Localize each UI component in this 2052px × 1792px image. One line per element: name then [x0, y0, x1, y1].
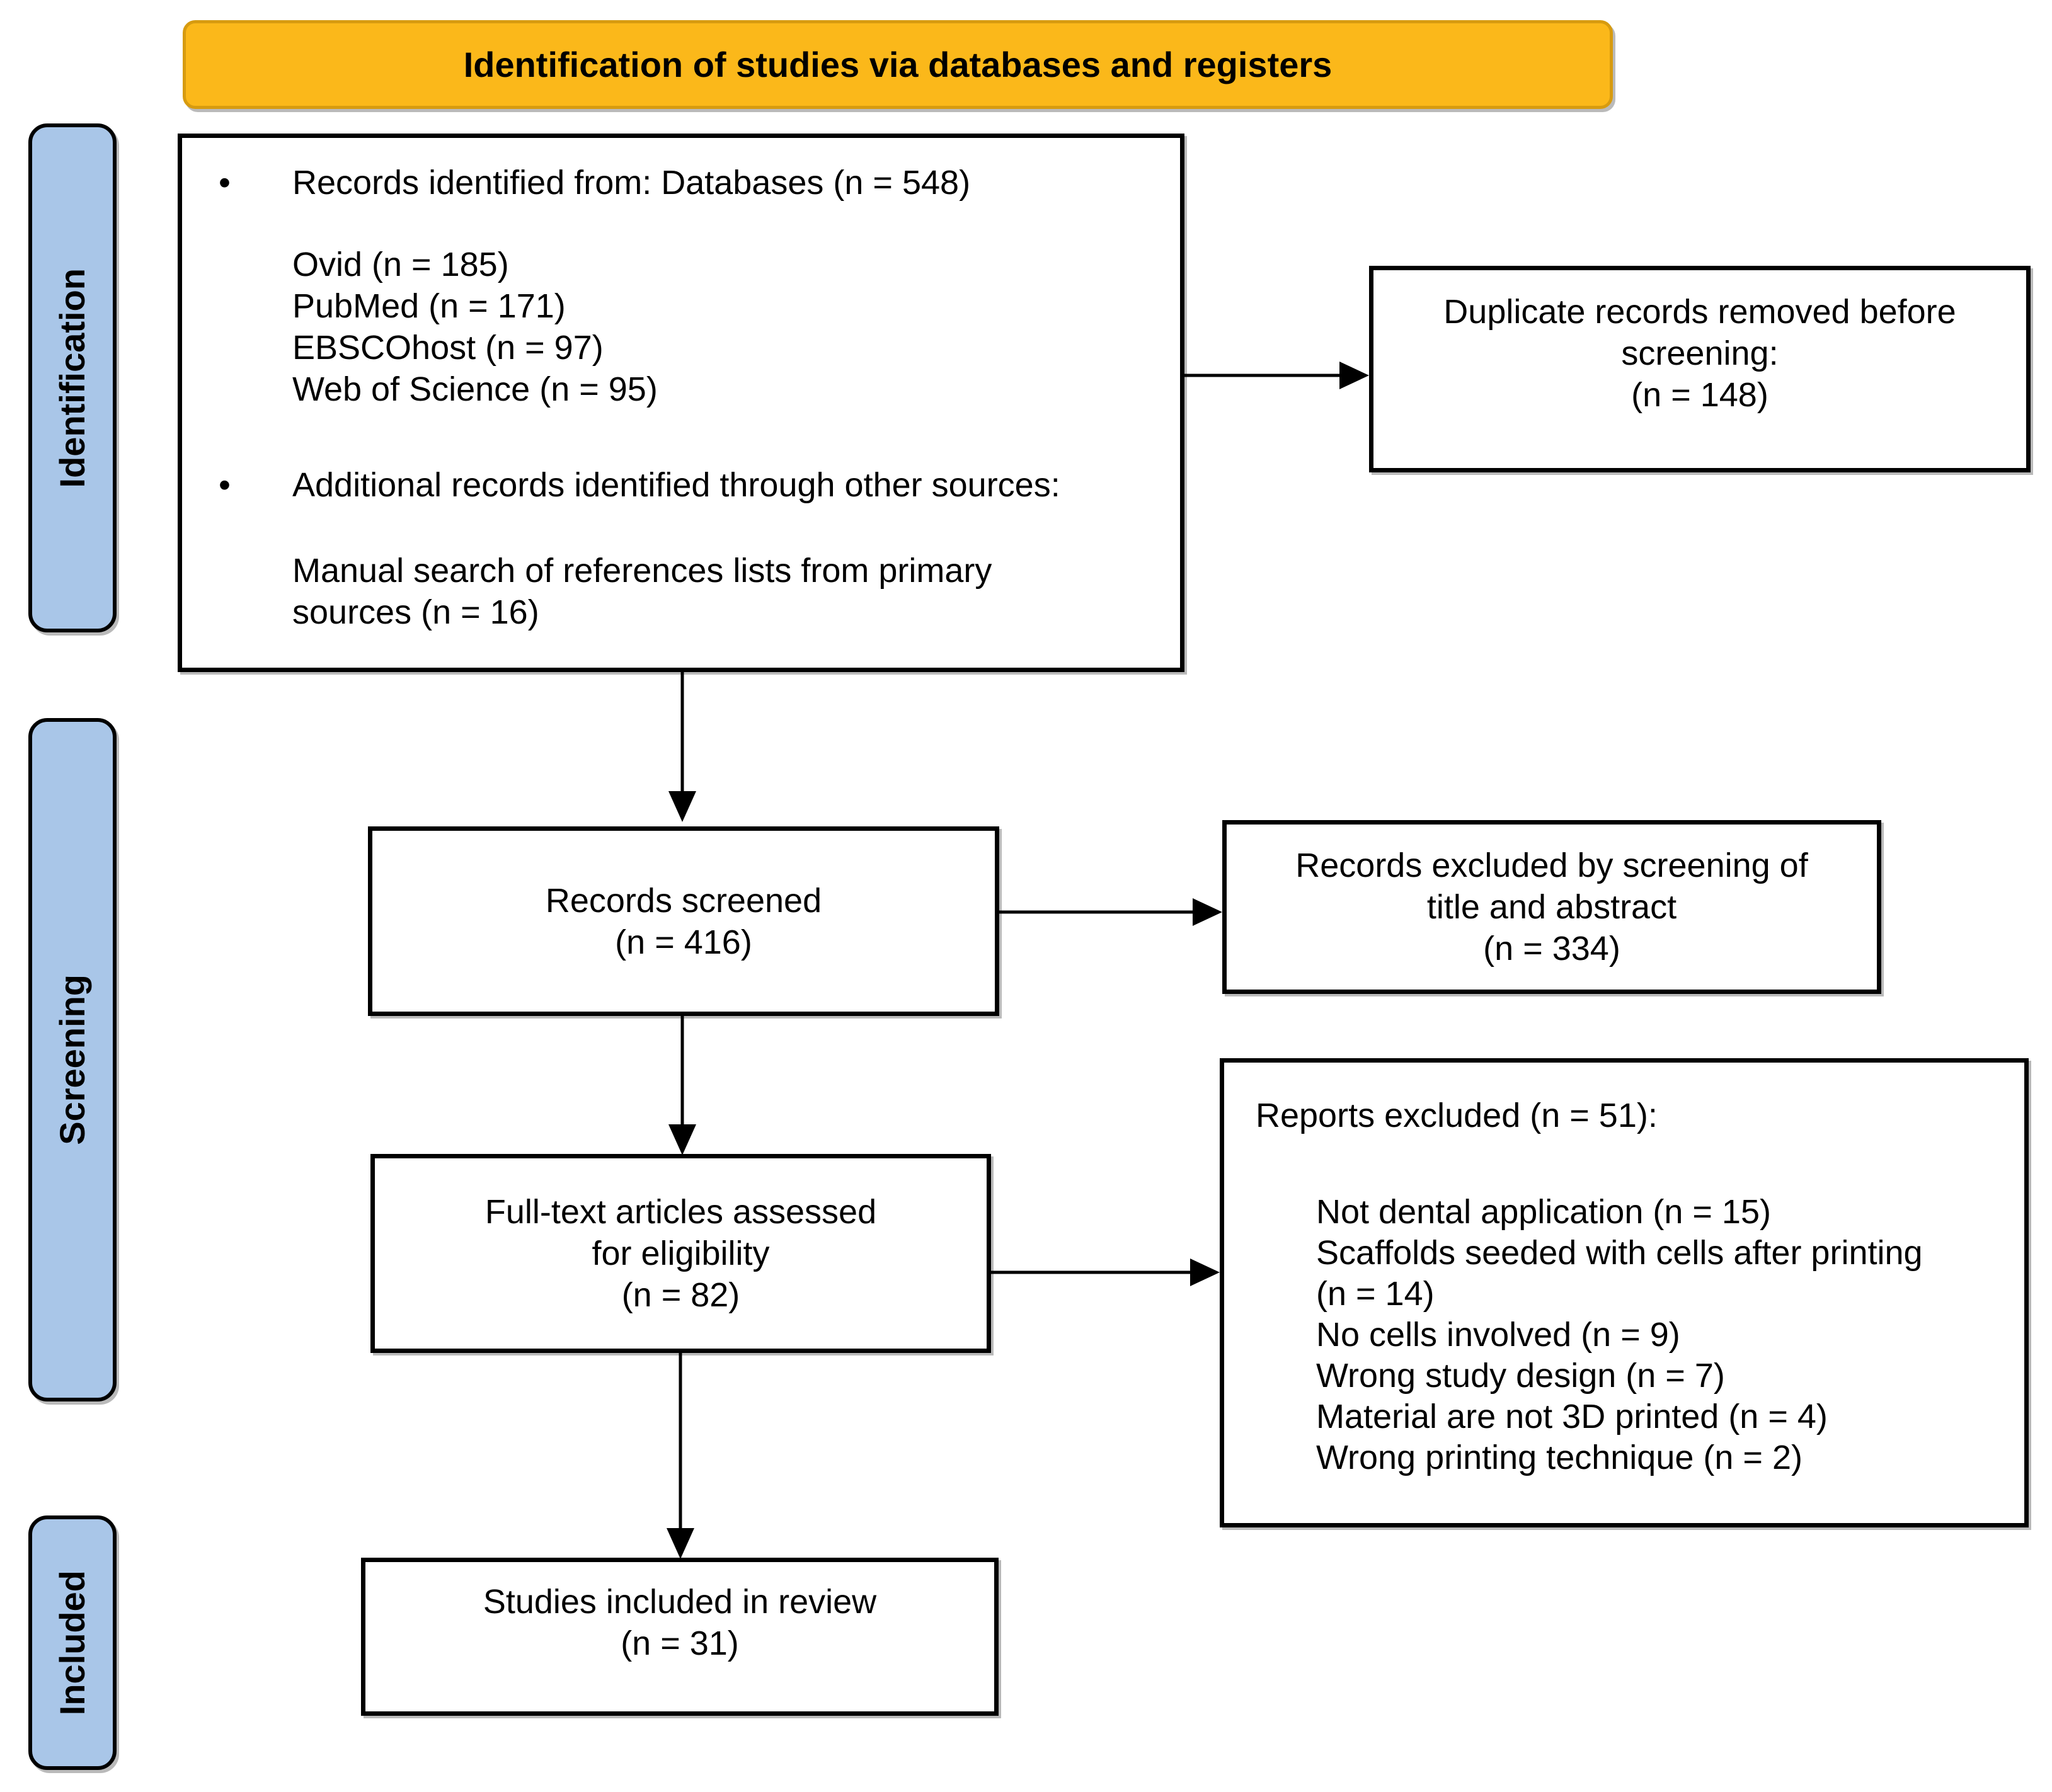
database-count-web-of-science: Web of Science (n = 95): [292, 370, 658, 408]
stage-label-identification: Identification: [28, 123, 117, 632]
spacer: [1256, 1136, 2005, 1192]
arrow-screened-to-excluded: [999, 898, 1222, 926]
arrow-identified-to-screened: [668, 672, 696, 822]
database-count-ebscohost: EBSCOhost (n = 97): [292, 329, 604, 367]
arrow-fulltext-to-reports-excluded: [991, 1258, 1220, 1286]
spacer: [182, 506, 1180, 550]
records-excluded-line2: title and abstract: [1426, 888, 1677, 926]
exclusion-reason-no-cells: No cells involved (n = 9): [1316, 1316, 1680, 1354]
studies-included-count: (n = 31): [621, 1624, 739, 1662]
additional-records-bullet-line: • Additional records identified through …: [182, 464, 1180, 506]
box-fulltext-assessed: Full-text articles assessed for eligibil…: [370, 1154, 991, 1353]
fulltext-count: (n = 82): [621, 1276, 740, 1314]
duplicates-count: (n = 148): [1631, 376, 1768, 414]
manual-search-line1: Manual search of references lists from p…: [292, 552, 992, 590]
records-identified-text: Records identified from: Databases (n = …: [292, 164, 971, 202]
stage-label-screening-text: Screening: [52, 974, 92, 1145]
records-screened-text: Records screened: [545, 881, 822, 920]
box-duplicates-removed: Duplicate records removed before screeni…: [1369, 266, 2031, 472]
bullet-icon: •: [219, 164, 231, 202]
stage-label-included: Included: [28, 1515, 117, 1770]
arrow-fulltext-to-included: [667, 1353, 694, 1559]
banner-identification-via-databases: Identification of studies via databases …: [183, 20, 1613, 109]
box-studies-included: Studies included in review (n = 31): [361, 1558, 999, 1716]
reports-excluded-title: Reports excluded (n = 51):: [1256, 1097, 1658, 1134]
box-records-screened: Records screened (n = 416): [368, 826, 999, 1016]
arrow-identified-to-duplicates: [1184, 362, 1369, 389]
database-count-pubmed: PubMed (n = 171): [292, 287, 566, 325]
stage-label-identification-text: Identification: [52, 268, 92, 488]
arrow-screened-to-fulltext: [668, 1016, 696, 1155]
studies-included-text: Studies included in review: [483, 1583, 877, 1621]
exclusion-reason-not-dental: Not dental application (n = 15): [1316, 1193, 1771, 1231]
exclusion-reason-not-3d-printed: Material are not 3D printed (n = 4): [1316, 1398, 1828, 1435]
exclusion-reason-scaffolds-seeded: Scaffolds seeded with cells after printi…: [1316, 1234, 1923, 1272]
records-excluded-count: (n = 334): [1483, 930, 1620, 967]
box-records-identified: • Records identified from: Databases (n …: [178, 134, 1184, 672]
manual-search-line2: sources (n = 16): [292, 593, 539, 631]
fulltext-line2: for eligibility: [592, 1235, 770, 1272]
duplicates-line2: screening:: [1621, 334, 1779, 372]
box-reports-excluded: Reports excluded (n = 51): Not dental ap…: [1220, 1058, 2029, 1527]
spacer: [182, 203, 1180, 244]
exclusion-reason-wrong-technique: Wrong printing technique (n = 2): [1316, 1439, 1803, 1476]
stage-label-included-text: Included: [52, 1570, 92, 1716]
additional-records-text: Additional records identified through ot…: [292, 466, 1060, 504]
spacer: [182, 410, 1180, 464]
banner-title: Identification of studies via databases …: [463, 44, 1333, 84]
database-count-ovid: Ovid (n = 185): [292, 246, 509, 283]
fulltext-line1: Full-text articles assessed: [484, 1193, 877, 1231]
duplicates-line1: Duplicate records removed before: [1443, 293, 1956, 331]
box-records-excluded-screening: Records excluded by screening of title a…: [1222, 820, 1881, 994]
stage-label-screening: Screening: [28, 718, 117, 1401]
exclusion-reason-scaffolds-count: (n = 14): [1316, 1275, 1435, 1313]
records-screened-count: (n = 416): [615, 923, 752, 961]
exclusion-reason-wrong-design: Wrong study design (n = 7): [1316, 1357, 1725, 1395]
bullet-icon: •: [219, 466, 231, 504]
records-identified-bullet-line: • Records identified from: Databases (n …: [182, 162, 1180, 203]
records-excluded-line1: Records excluded by screening of: [1295, 847, 1808, 884]
